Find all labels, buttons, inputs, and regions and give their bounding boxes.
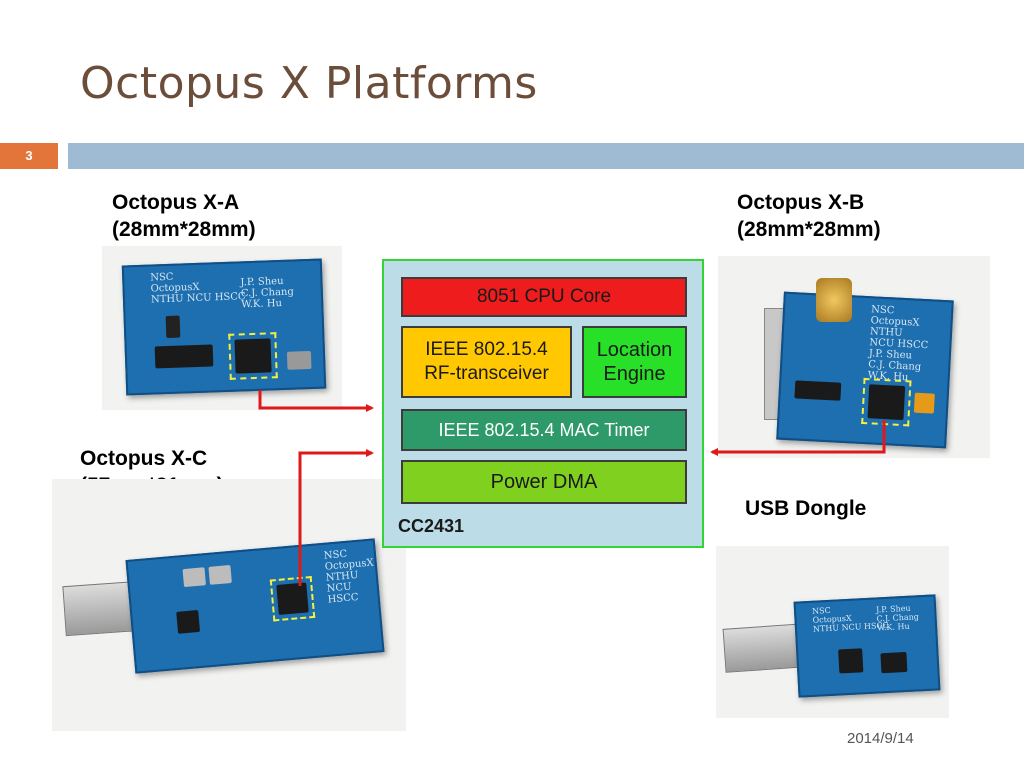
block-location-engine: Location Engine xyxy=(582,326,687,398)
arrow-xc-to-chip xyxy=(298,449,374,586)
block-mac-label: IEEE 802.15.4 MAC Timer xyxy=(438,420,650,440)
header-bar xyxy=(68,143,1024,169)
block-rf-line1: IEEE 802.15.4 xyxy=(425,339,548,360)
caption-xb-size: (28mm*28mm) xyxy=(737,218,881,241)
caption-xa-name: Octopus X-A xyxy=(112,191,240,214)
caption-octopus-xa: Octopus X-A (28mm*28mm) xyxy=(112,189,256,243)
block-cpu-core: 8051 CPU Core xyxy=(401,277,687,317)
slide-title: Octopus X Platforms xyxy=(80,58,538,109)
block-power-dma: Power DMA xyxy=(401,460,687,504)
block-loc-line1: Location xyxy=(596,339,673,361)
slide-date: 2014/9/14 xyxy=(847,730,914,747)
antenna-connector xyxy=(816,278,852,322)
caption-xb-name: Octopus X-B xyxy=(737,191,865,214)
block-rf-line2: RF-transceiver xyxy=(424,363,549,384)
caption-xa-size: (28mm*28mm) xyxy=(112,218,256,241)
block-loc-line2: Engine xyxy=(603,363,666,385)
caption-octopus-xb: Octopus X-B (28mm*28mm) xyxy=(737,189,881,243)
caption-usb-dongle: USB Dongle xyxy=(745,497,867,520)
block-cpu-label: 8051 CPU Core xyxy=(476,286,612,307)
block-mac-timer: IEEE 802.15.4 MAC Timer xyxy=(401,409,687,451)
block-dma-label: Power DMA xyxy=(490,471,598,493)
arrow-xb-to-chip xyxy=(710,420,886,456)
chip-name-label: CC2431 xyxy=(398,516,465,536)
caption-xc-name: Octopus X-C xyxy=(80,447,208,470)
cc2431-block-diagram: 8051 CPU Core IEEE 802.15.4 RF-transceiv… xyxy=(382,259,704,548)
slide-number: 3 xyxy=(0,143,58,169)
arrow-xa-to-chip xyxy=(258,390,374,412)
block-rf-transceiver: IEEE 802.15.4 RF-transceiver xyxy=(401,326,572,398)
